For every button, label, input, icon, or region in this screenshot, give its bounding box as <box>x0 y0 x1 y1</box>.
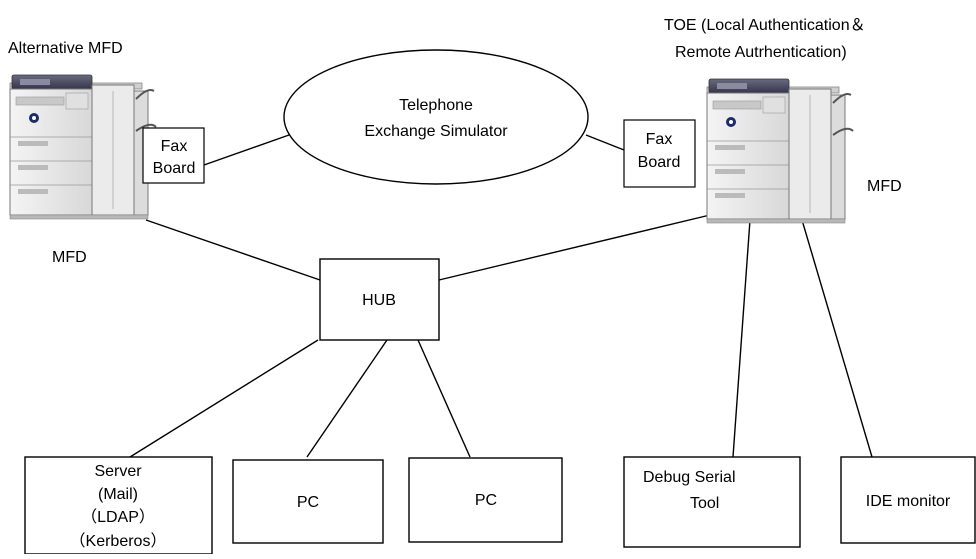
telephone-exchange-node: Telephone Exchange Simulator <box>283 49 589 185</box>
line-hub-to-server <box>129 339 319 458</box>
line-mfd-to-debug-tool <box>732 219 751 458</box>
debug-tool-label-line1: Debug Serial <box>643 469 736 486</box>
right-fax-board-box <box>623 119 696 188</box>
line-hub-to-right-mfd <box>438 214 711 281</box>
toe-heading-line1: TOE (Local Authentication＆ <box>664 17 866 34</box>
pc-node-1: PC <box>232 459 384 544</box>
line-mfd-to-ide-monitor <box>801 219 873 458</box>
right-mfd-caption: MFD <box>867 178 902 195</box>
toe-heading-line2: Remote Autrhentication) <box>675 44 847 61</box>
server-node: Server (Mail) （LDAP） （Kerberos） <box>24 456 213 555</box>
right-fax-board-label-line2: Board <box>638 154 681 171</box>
pc-1-label: PC <box>297 494 319 511</box>
server-label-line1: Server <box>94 463 142 480</box>
exchange-label-line2: Exchange Simulator <box>364 123 508 140</box>
left-mfd-caption: MFD <box>52 249 87 266</box>
exchange-ellipse <box>283 49 589 185</box>
right-fax-board-label-line1: Fax <box>646 131 673 148</box>
line-left-mfd-to-hub <box>145 219 321 281</box>
debug-tool-box <box>623 456 801 548</box>
left-mfd-printer-image <box>9 74 157 220</box>
left-fax-board-label-line2: Board <box>153 160 196 177</box>
connection-lines <box>129 134 873 458</box>
debug-tool-node: Debug Serial Tool <box>623 456 801 548</box>
toe-mfd-node: TOE (Local Authentication＆ Remote Autrhe… <box>623 17 902 224</box>
line-hub-to-pc-2 <box>417 339 471 458</box>
hub-label: HUB <box>362 292 396 309</box>
debug-tool-label-line2: Tool <box>690 495 719 512</box>
hub-box <box>319 258 440 341</box>
right-mfd-printer-image <box>706 78 854 224</box>
hub-node: HUB <box>319 258 440 341</box>
pc-node-2: PC <box>408 457 563 543</box>
line-left-fax-to-exchange <box>203 134 290 166</box>
line-hub-to-pc-1 <box>306 339 388 458</box>
alternative-mfd-heading: Alternative MFD <box>8 40 123 57</box>
alternative-mfd-node: Alternative MFD Fax Board MFD <box>8 40 205 266</box>
ide-monitor-label: IDE monitor <box>866 493 951 510</box>
pc-2-box <box>408 457 563 543</box>
pc-2-label: PC <box>475 492 497 509</box>
ide-monitor-box <box>840 456 976 544</box>
server-label-line2: (Mail) <box>98 486 138 503</box>
server-label-line4: （Kerberos） <box>70 532 167 550</box>
ide-monitor-node: IDE monitor <box>840 456 976 544</box>
pc-1-box <box>232 459 384 544</box>
left-fax-board-box <box>142 127 205 184</box>
exchange-label-line1: Telephone <box>399 97 473 114</box>
line-exchange-to-right-fax <box>585 134 625 151</box>
server-label-line3: （LDAP） <box>81 508 155 526</box>
left-fax-board-label-line1: Fax <box>161 138 188 155</box>
